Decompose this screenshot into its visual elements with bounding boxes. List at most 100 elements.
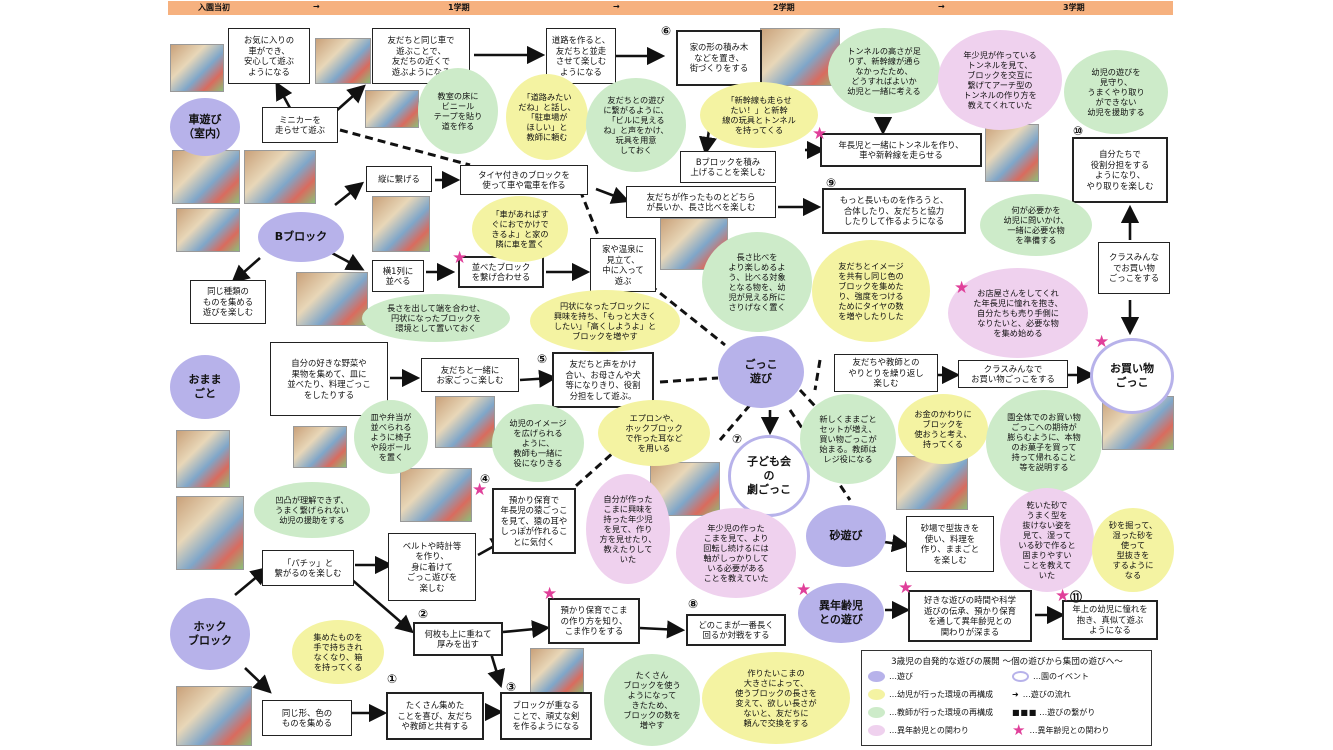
legend-item: …園のイベント <box>1012 671 1089 682</box>
flow-box: 友だちと一緒に お家ごっこ楽しむ <box>421 358 519 392</box>
legend-item: ★ …異年齢児との関わり <box>1012 723 1109 738</box>
flow-box: 砂場で型抜きを 使い、料理を 作り、ままごと を楽しむ <box>906 516 994 572</box>
star-icon: ★ <box>954 278 970 298</box>
flow-box: ミニカーを 走らせて遊ぶ <box>262 107 338 143</box>
photo <box>530 648 584 694</box>
legend-label: …遊びの繋がり <box>1039 708 1096 717</box>
timeline-label: 1学期 <box>448 3 470 12</box>
legend-swatch <box>1012 671 1029 682</box>
flow-box: もっと長いものを作ろうと、 合体したり、友だちと協力 したりして作るようになる <box>822 188 966 234</box>
link-line <box>798 388 830 422</box>
timeline-arrow: → <box>313 2 320 11</box>
timeline-label: 入園当初 <box>198 3 230 12</box>
child-bubble: 「道路みたい だね」と話し、 「駐車場が ほしい」と 教師に頼む <box>506 74 588 160</box>
photo <box>435 396 495 448</box>
dashed-line-icon: ■ ■ ■ <box>1012 708 1036 717</box>
star-icon: ★ <box>1012 721 1026 739</box>
legend-item: …幼児が行った環境の再構成 <box>868 689 993 700</box>
legend-label: …幼児が行った環境の再構成 <box>889 690 993 699</box>
flow-box: 家の形の積み木 などを置き、 街づくりをする <box>676 30 762 86</box>
flow-box: 自分たちで 役割分担をする ようになり、 やり取りを楽しむ <box>1072 137 1168 203</box>
mixed-age-bubble: 年少児の作った こまを見て、より 回転し続けるには 軸がしっかりして いる必要が… <box>676 508 796 598</box>
step-number: ③ <box>506 680 517 694</box>
photo <box>176 496 244 570</box>
flow-arrow <box>334 84 366 113</box>
flow-box: 預かり保育で 年長児の猿ごっこ を見て、猿の耳や しっぽが作れるこ とに気付く <box>492 488 576 554</box>
legend-swatch <box>868 689 885 700</box>
photo <box>293 426 347 468</box>
category-hock-block: ホック ブロック <box>170 598 250 670</box>
child-bubble: エプロンや、 ホックブロック で作った耳など を用いる <box>598 400 710 466</box>
flow-arrow <box>519 369 558 388</box>
timeline-arrow: → <box>938 2 945 11</box>
legend-item: ■ ■ ■ …遊びの繋がり <box>1012 707 1095 718</box>
flow-arrow <box>329 250 365 271</box>
flow-arrow <box>334 181 365 207</box>
teacher-bubble: 凹凸が理解できず、 うまく繋げられない 幼児の援助をする <box>254 482 370 538</box>
teacher-bubble: 皿や弁当が 並べられる ように椅子 や段ボール を置く <box>354 400 428 474</box>
star-icon: ★ <box>812 124 828 144</box>
step-number: ② <box>418 607 429 621</box>
photo <box>176 430 230 488</box>
timeline-bar: 入園当初 → 1学期 → 2学期 → 3学期 <box>168 1 1173 15</box>
flow-box: 横1列に 並べる <box>372 260 424 292</box>
legend-label: …教師が行った環境の再構成 <box>889 708 993 717</box>
flow-box: 並べたブロック を繋げ合わせる <box>458 256 544 288</box>
child-bubble: 友だちとイメージ を共有し同じ色の ブロックを集めた り、強度をつける ためにタ… <box>812 240 930 342</box>
category-b-block: Bブロック <box>258 212 344 262</box>
photo <box>170 44 224 92</box>
legend-item: …異年齢児との関わり <box>868 725 969 736</box>
flow-box: クラスみんな でお買い物 ごっこをする <box>1098 242 1170 294</box>
flow-arrow <box>595 186 630 204</box>
mixed-age-bubble: 乾いた砂で うまく型を 抜けない姿を 見て、湿って いる砂で作ると 固まりやすい… <box>1000 488 1094 592</box>
flow-arrow <box>349 577 414 634</box>
timeline-label: 3学期 <box>1063 3 1085 12</box>
flow-box: 年長児と一緒にトンネルを作り、 車や新幹線を走らせる <box>820 133 982 167</box>
mixed-age-bubble: 自分が作った こまに興味を 持った年少児 を見て、作り 方を見せたり、 教えたり… <box>586 474 670 584</box>
legend-label: …園のイベント <box>1033 672 1089 681</box>
mixed-age-bubble: 年少児が作っている トンネルを見て、 ブロックを交互に 繋げてアーチ型の トンネ… <box>938 30 1062 130</box>
legend-label: …異年齢児との関わり <box>1029 726 1110 735</box>
legend: 3歳児の自発的な遊びの展開 〜個の遊びから集団の遊びへ〜 …遊び …園のイベント… <box>861 650 1152 746</box>
teacher-bubble: 長さ比べを より楽しめるよ う、比べる対象 となる物を、幼 児が見える所に さり… <box>702 232 812 332</box>
photo <box>172 150 240 204</box>
step-number: ⑧ <box>688 597 699 611</box>
flow-box: 自分の好きな野菜や 果物を集めて、皿に 並べたり、料理ごっこ をしたりする <box>270 342 388 416</box>
legend-label: …遊びの流れ <box>1022 690 1071 699</box>
link-line <box>339 128 471 167</box>
legend-swatch <box>868 671 885 682</box>
category-car-play: 車遊び （室内） <box>170 98 240 156</box>
teacher-bubble: トンネルの高さが足 りず、新幹線が通ら なかったため、 どうすればよいか 幼児と… <box>828 28 940 114</box>
flow-box: お気に入りの 車ができ、 安心して遊ぶ ようになる <box>228 28 310 84</box>
link-line <box>813 359 822 391</box>
legend-item: …教師が行った環境の再構成 <box>868 707 993 718</box>
flow-box: 友だちと同じ車で 遊ぶことで、 友だちの近くで 遊ぶようになる <box>372 28 470 84</box>
photo <box>372 196 430 252</box>
flow-arrow <box>639 620 686 639</box>
step-number: ⑪ <box>1070 590 1083 604</box>
link-line <box>659 376 719 384</box>
teacher-bubble: 園全体でのお買い物 ごっこへの期待が 膨らむように、本物 のお菓子を買って 持っ… <box>986 390 1102 494</box>
timeline-label: 2学期 <box>773 3 795 12</box>
child-bubble: 「新幹線も走らせ たい！」と新幹 線の玩具とトンネル を持ってくる <box>700 82 818 148</box>
flow-arrow <box>502 620 551 639</box>
legend-title: 3歳児の自発的な遊びの展開 〜個の遊びから集団の遊びへ〜 <box>891 657 1123 667</box>
step-number: ⑩ <box>1073 124 1084 138</box>
legend-item: ➜ …遊びの流れ <box>1012 689 1071 700</box>
flow-arrow <box>231 257 261 284</box>
flow-arrow <box>275 81 293 109</box>
flow-box: クラスみんなで お買い物ごっこをする <box>958 360 1068 388</box>
child-bubble: 集めたものを 手で持ちきれ なくなり、箱 を持ってくる <box>292 620 384 684</box>
star-icon: ★ <box>1094 332 1110 352</box>
photo <box>244 150 316 204</box>
teacher-bubble: 幼児の遊びを 見守り、 うまくやり取り ができない 幼児を援助する <box>1064 50 1168 134</box>
flow-box: どのこまが一番長く 回るか対戦をする <box>686 614 786 646</box>
flow-box: ブロックが重なる ことで、頑丈な剣 を作るようになる <box>500 692 592 740</box>
flow-box: 年上の幼児に憧れを 抱き、真似て遊ぶ ようになる <box>1062 600 1158 640</box>
flow-box: 同じ形、色の ものを集める <box>262 700 352 736</box>
flow-arrow <box>234 566 269 596</box>
flow-box: 友だちと声をかけ 合い、お母さんや犬 等になりきり、役割 分担をして遊ぶ。 <box>552 352 654 408</box>
link-line <box>578 189 600 236</box>
step-number: ⑥ <box>661 24 672 38</box>
